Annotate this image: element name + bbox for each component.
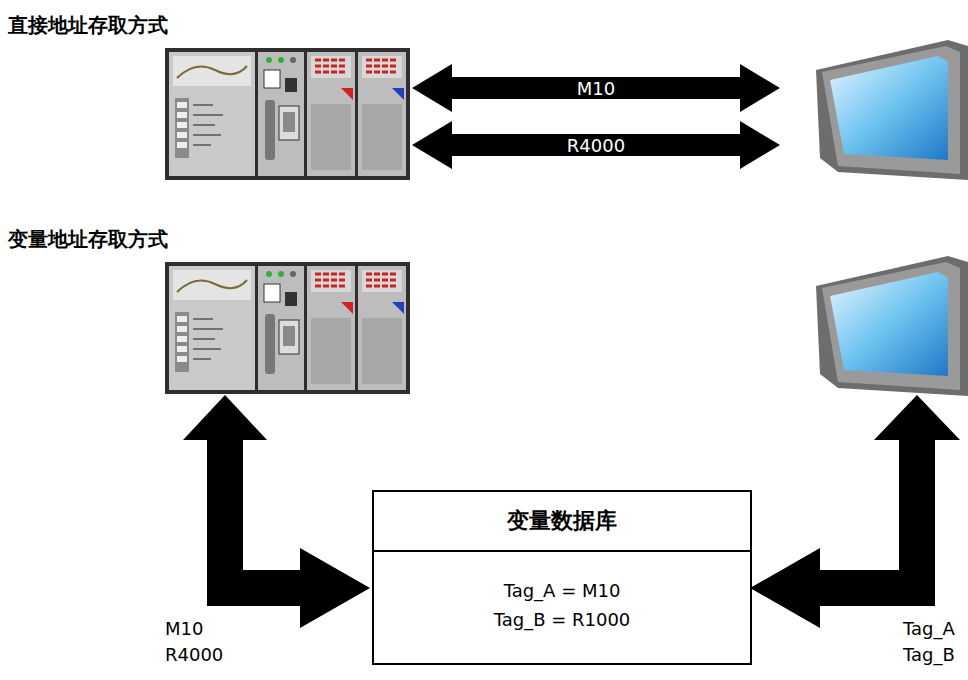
tag-mapping: Tag_B = R1000 (374, 605, 750, 634)
address-label: M10 (165, 618, 203, 639)
address-label: R4000 (165, 644, 223, 665)
signal-label: M10 (577, 78, 615, 99)
tag-label: Tag_B (903, 644, 955, 665)
signal-label: R4000 (567, 135, 625, 156)
plc-unit (165, 262, 410, 394)
double-arrow (412, 121, 780, 169)
tag-label: Tag_A (903, 618, 955, 639)
section-heading: 变量地址存取方式 (8, 226, 168, 253)
database-box: 变量数据库Tag_A = M10Tag_B = R1000 (372, 490, 752, 665)
tag-mapping: Tag_A = M10 (374, 552, 750, 605)
section-heading: 直接地址存取方式 (8, 12, 168, 39)
bent-arrow (750, 395, 960, 628)
double-arrow (412, 64, 780, 112)
bent-arrow (183, 395, 370, 628)
box-heading: 变量数据库 (374, 492, 750, 552)
plc-unit (165, 48, 410, 180)
touch-panel (816, 40, 968, 180)
touch-panel (816, 256, 968, 396)
